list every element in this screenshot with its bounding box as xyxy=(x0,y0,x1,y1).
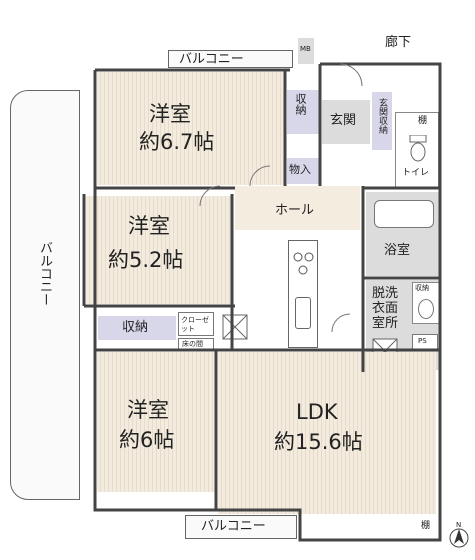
ldk: LDK 約15.6帖 xyxy=(218,352,436,514)
toilet-label: トイレ xyxy=(402,168,430,178)
storage-2: 収納 xyxy=(98,316,176,340)
entrance-label: 玄関 xyxy=(330,113,357,128)
western-room-2-name: 洋室 xyxy=(128,214,170,238)
ldk-size: 約15.6帖 xyxy=(274,430,363,454)
western-room-2-size: 約5.2帖 xyxy=(108,248,184,272)
toilet: 棚 トイレ xyxy=(395,112,439,188)
meter-box: MB xyxy=(298,38,314,64)
north-arrow-icon xyxy=(449,528,469,548)
bathroom: 浴室 xyxy=(366,192,440,276)
mb-label: MB xyxy=(300,45,311,53)
western-room-3: 洋室 約6帖 xyxy=(97,352,215,492)
western-room-2: 洋室 約5.2帖 xyxy=(86,196,232,304)
ps-bottom-label: PS xyxy=(418,337,427,345)
wash-basin-icon xyxy=(418,299,434,319)
western-room-3-size: 約6帖 xyxy=(119,428,175,452)
bathtub-icon xyxy=(374,200,434,228)
western-room-1: 洋室 約6.7帖 xyxy=(97,72,285,185)
entrance-storage: 玄関収納 xyxy=(372,92,392,150)
stove-icon xyxy=(293,252,314,275)
hall-label: ホール xyxy=(275,203,315,218)
north-label: N xyxy=(456,521,462,529)
entrance: 玄関 xyxy=(322,100,370,144)
pipe-space-icon xyxy=(222,314,248,340)
entrance-storage-label: 玄関収納 xyxy=(377,98,387,134)
ldk-name: LDK xyxy=(296,400,338,424)
storage-2-label: 収納 xyxy=(122,320,149,335)
balcony-bottom: バルコニー xyxy=(185,515,297,539)
storage-1-label: 収納 xyxy=(294,93,307,115)
walk-in-label: 物入 xyxy=(289,163,311,176)
kitchen-counter xyxy=(288,240,318,348)
corridor-label: 廊下 xyxy=(385,35,412,50)
tokonoma-label: 床の間 xyxy=(182,340,203,348)
western-room-1-name: 洋室 xyxy=(149,102,191,126)
toilet-fixture-icon xyxy=(409,135,427,162)
western-room-3-name: 洋室 xyxy=(127,398,169,422)
dressing-label: 脱洗衣面室所 xyxy=(372,286,399,331)
balcony-top: バルコニー xyxy=(168,50,293,68)
walk-in-storage: 物入 xyxy=(287,158,319,184)
closet-label: クローゼット xyxy=(181,316,209,333)
bathroom-label: 浴室 xyxy=(384,243,411,258)
balcony-left-label: バルコニー xyxy=(37,241,52,306)
balcony-left: バルコニー xyxy=(10,90,80,500)
balcony-top-label: バルコニー xyxy=(179,52,244,67)
shelf-top-label: 棚 xyxy=(418,116,428,126)
western-room-1-size: 約6.7帖 xyxy=(139,130,215,154)
sink-icon xyxy=(295,297,311,329)
balcony-bottom-label: バルコニー xyxy=(201,519,266,534)
hall: ホール xyxy=(235,186,360,230)
shelf-bottom-label: 棚 xyxy=(421,521,431,531)
closet: クローゼット xyxy=(178,312,214,336)
wash-storage-label: 収納 xyxy=(415,284,429,292)
storage-1: 収納 xyxy=(287,90,319,134)
